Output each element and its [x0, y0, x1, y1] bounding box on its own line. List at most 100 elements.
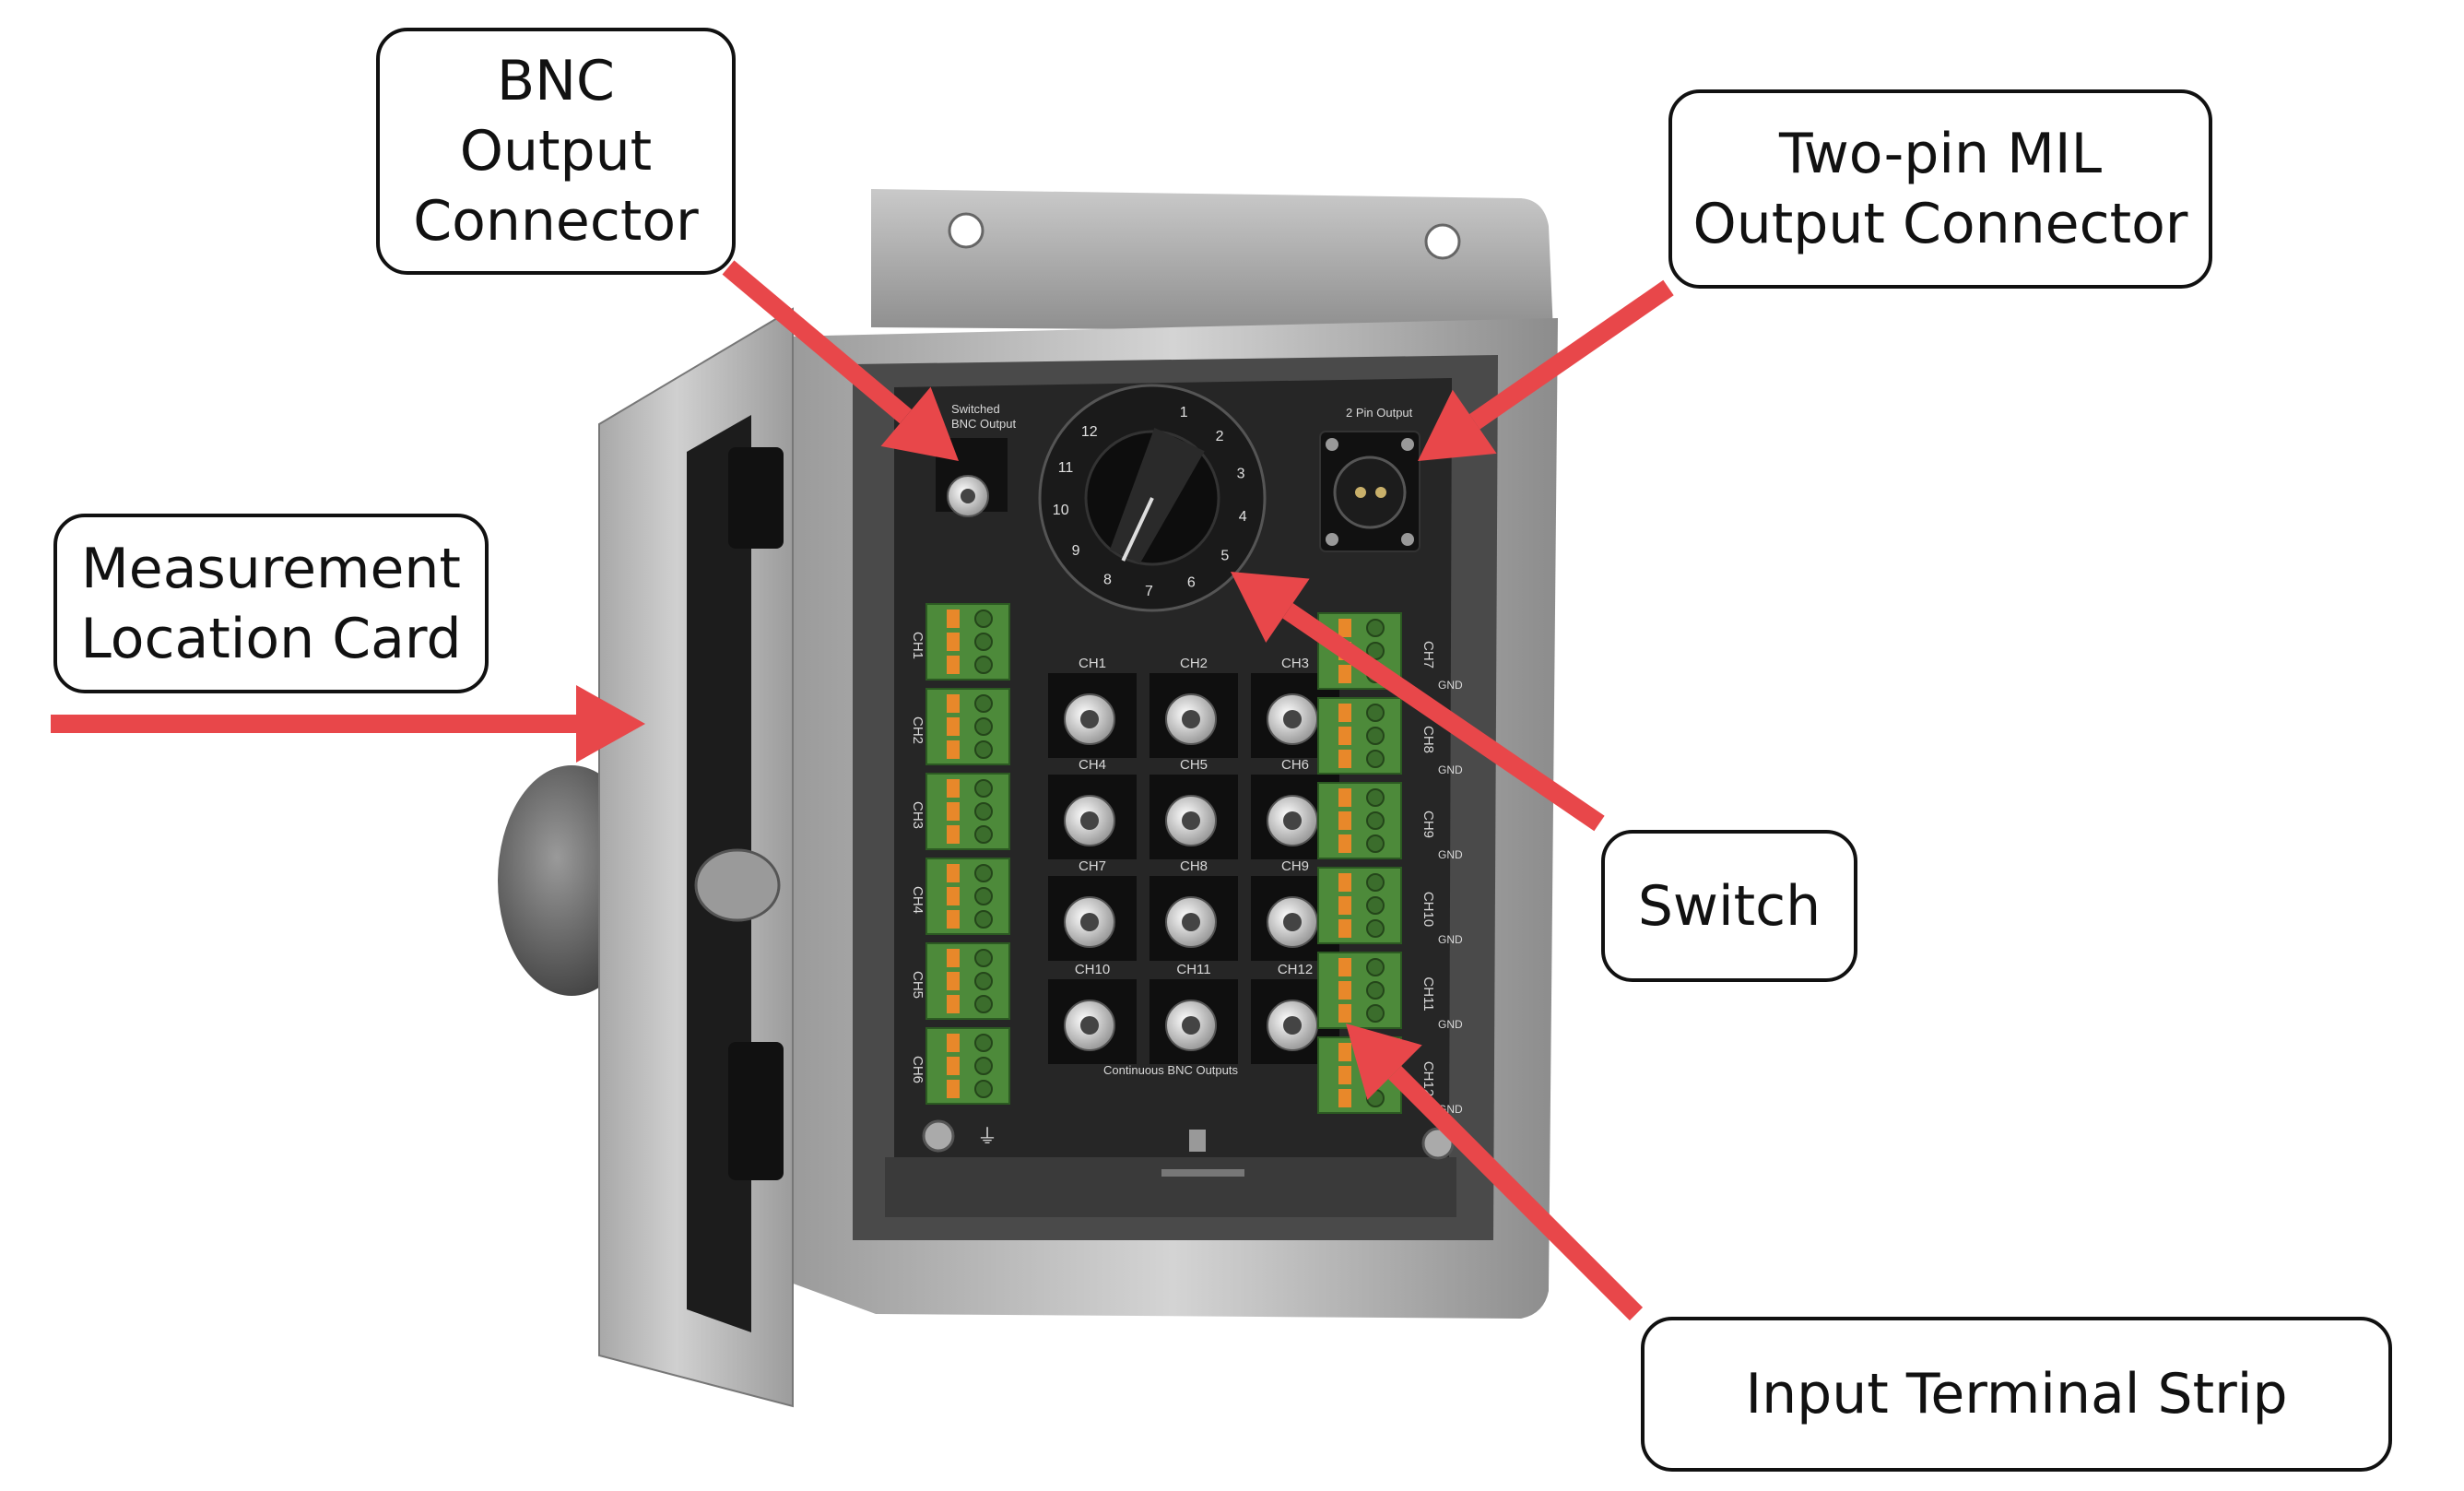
mil-screw: [1326, 438, 1338, 451]
switched-bnc-pin: [961, 489, 975, 503]
mounting-hole-left: [948, 212, 984, 249]
strip-label-ch8: CH8: [1421, 726, 1436, 753]
terminal-block-ch9[interactable]: [1317, 782, 1402, 859]
terminal-block-ch2[interactable]: [925, 688, 1010, 765]
board-screw-left: [922, 1119, 955, 1153]
two-pin-output-label: 2 Pin Output: [1346, 406, 1413, 420]
bnc-label-ch5: CH5: [1180, 757, 1208, 773]
continuous-bnc-label: Continuous BNC Outputs: [1103, 1063, 1238, 1077]
bnc-pin: [1283, 710, 1302, 728]
terminal-block-ch3[interactable]: [925, 773, 1010, 850]
enclosure-floor: [885, 1157, 1456, 1217]
bnc-pin: [1283, 913, 1302, 931]
location-card-callout: Measurement Location Card: [53, 514, 489, 693]
dial-number-3: 3: [1237, 466, 1245, 481]
terminal-block-ch8[interactable]: [1317, 697, 1402, 775]
dial-number-1: 1: [1180, 405, 1188, 420]
door-latch: [694, 848, 781, 922]
strip-label-ch3: CH3: [910, 801, 925, 829]
arrow-input-strip: [1346, 1024, 1644, 1321]
dial-number-8: 8: [1103, 573, 1112, 588]
callout-arrows: [51, 260, 1674, 1321]
bnc-label-ch7: CH7: [1079, 858, 1106, 874]
mounting-flange: [871, 189, 1553, 332]
bnc-pin: [1283, 811, 1302, 830]
strip-label-ch12: CH12: [1421, 1061, 1436, 1096]
dial-number-6: 6: [1187, 575, 1196, 591]
mil-pin-b: [1375, 487, 1386, 498]
bnc-label-ch11: CH11: [1176, 962, 1210, 977]
bnc-pin: [1080, 913, 1099, 931]
terminal-block-ch10[interactable]: [1317, 867, 1402, 944]
terminal-block-ch5[interactable]: [925, 942, 1010, 1020]
arrow-location-card: [51, 685, 645, 763]
terminal-block-ch1[interactable]: [925, 603, 1010, 680]
strip-label-ch6: CH6: [910, 1056, 925, 1083]
gnd-label: GND: [1438, 679, 1463, 692]
mil-connector: [1333, 456, 1407, 529]
bnc-pin: [1182, 913, 1200, 931]
bnc-pin: [1182, 1016, 1200, 1035]
mil-screw: [1401, 533, 1414, 546]
bnc-label-ch8: CH8: [1180, 858, 1208, 874]
pcb: [894, 378, 1452, 1162]
bnc-pin: [1182, 811, 1200, 830]
dial-number-9: 9: [1072, 543, 1080, 559]
bnc-output-callout: BNC Output Connector: [376, 28, 736, 275]
bnc-pin: [1283, 1016, 1302, 1035]
switch-pointer: [1121, 497, 1154, 562]
terminal-block-ch6[interactable]: [925, 1027, 1010, 1105]
mounting-hole-right: [1424, 223, 1461, 260]
strip-label-ch7: CH7: [1421, 641, 1436, 669]
dial-number-11: 11: [1058, 460, 1074, 476]
bnc-label-ch12: CH12: [1278, 962, 1313, 977]
bnc-label-ch9: CH9: [1281, 858, 1309, 874]
strip-label-ch11: CH11: [1421, 976, 1436, 1011]
terminal-block-ch4[interactable]: [925, 858, 1010, 935]
bnc-pin: [1080, 710, 1099, 728]
switched-bnc-label-1: Switched: [951, 402, 1000, 416]
gnd-label: GND: [1438, 848, 1463, 861]
strip-label-ch10: CH10: [1421, 892, 1436, 927]
bnc-label-ch1: CH1: [1079, 656, 1106, 671]
strip-label-ch1: CH1: [910, 632, 925, 659]
strip-label-ch2: CH2: [910, 716, 925, 744]
terminal-block-ch11[interactable]: [1317, 952, 1402, 1029]
strip-label-ch4: CH4: [910, 886, 925, 914]
board-slot: [1161, 1169, 1244, 1177]
input-terminal-strip-callout: Input Terminal Strip: [1641, 1317, 2392, 1472]
bnc-label-ch4: CH4: [1079, 757, 1106, 773]
dial-number-4: 4: [1239, 509, 1247, 525]
board-standoff: [1189, 1130, 1206, 1152]
bnc-label-ch6: CH6: [1281, 757, 1309, 773]
bnc-pin: [1182, 710, 1200, 728]
mil-output-callout: Two-pin MIL Output Connector: [1668, 89, 2212, 289]
bnc-label-ch10: CH10: [1075, 962, 1110, 977]
switched-bnc-label-2: BNC Output: [951, 417, 1016, 431]
mil-pin-a: [1355, 487, 1366, 498]
gnd-label: GND: [1438, 1018, 1463, 1031]
dial-number-7: 7: [1145, 584, 1153, 599]
switch-callout: Switch: [1601, 830, 1857, 982]
strip-label-ch5: CH5: [910, 971, 925, 999]
hinge-top: [728, 447, 784, 549]
ground-symbol: ⏚: [977, 1125, 997, 1148]
bnc-label-ch3: CH3: [1281, 656, 1309, 671]
arrow-mil-output: [1418, 279, 1674, 461]
arrow-switch: [1231, 572, 1605, 832]
mil-screw: [1326, 533, 1338, 546]
enclosure-door: [498, 307, 794, 1408]
bnc-label-ch2: CH2: [1180, 656, 1208, 671]
gnd-label: GND: [1438, 763, 1463, 776]
dial-number-12: 12: [1081, 424, 1098, 440]
rotary-switch-knob[interactable]: [1084, 427, 1220, 568]
dial-number-2: 2: [1216, 429, 1224, 444]
bnc-pin: [1080, 811, 1099, 830]
mil-screw: [1401, 438, 1414, 451]
